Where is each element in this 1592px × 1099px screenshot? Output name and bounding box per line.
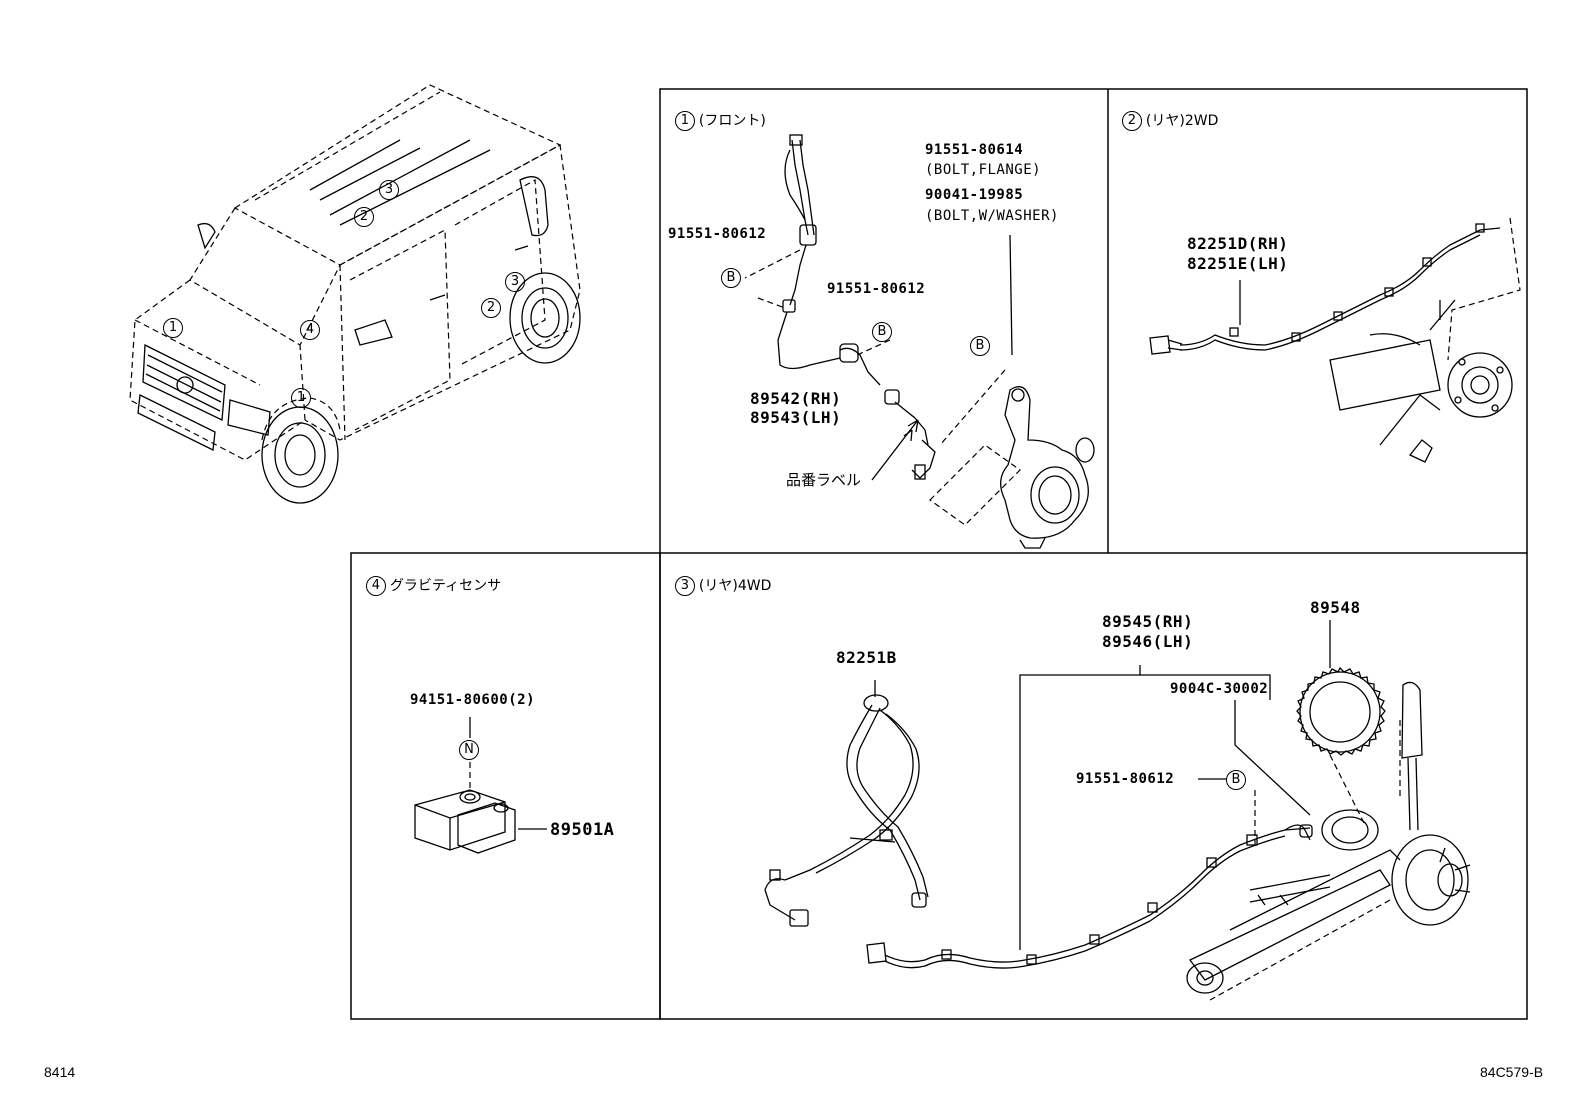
part-rear4wd-sensor-lh: 89546(LH) bbox=[1102, 632, 1194, 651]
car-callout-3-side: 3 bbox=[505, 272, 529, 292]
part-gravity-sensor: 89501A bbox=[550, 820, 615, 840]
part-bolt-a-number: 91551-80612 bbox=[668, 226, 767, 242]
ref-b-marker-4: B bbox=[1226, 770, 1250, 790]
ref-b-marker-1: B bbox=[721, 268, 745, 288]
part-rear2wd-harness-rh: 82251D(RH) bbox=[1187, 234, 1289, 253]
ref-b-marker-3: B bbox=[970, 336, 994, 356]
footer-figure-code: 84C579-B bbox=[1480, 1064, 1544, 1080]
panel-frames bbox=[350, 88, 1528, 1020]
car-callout-4: 4 bbox=[300, 320, 324, 340]
car-callout-2-roof: 2 bbox=[354, 207, 378, 227]
panel-front-header: 1(フロント) bbox=[666, 97, 766, 131]
part-rear4wd-rotor: 89548 bbox=[1310, 598, 1361, 617]
front-sensor-art bbox=[744, 134, 1095, 549]
right-frame bbox=[659, 88, 1528, 1020]
panel-rear2wd-header: 2(リヤ)2WD bbox=[1113, 97, 1218, 131]
part-bolt-flange-desc: (BOLT,FLANGE) bbox=[925, 162, 1042, 178]
rear2wd-art bbox=[1149, 217, 1521, 463]
part-bolt-flange-number: 91551-80614 bbox=[925, 142, 1024, 158]
ref-n-marker: N bbox=[459, 740, 483, 760]
part-rear4wd-sensor-rh: 89545(RH) bbox=[1102, 612, 1194, 631]
ref-b-marker-2: B bbox=[872, 322, 896, 342]
part-front-sensor-rh: 89542(RH) bbox=[750, 389, 842, 408]
part-bolt-b-number: 91551-80612 bbox=[827, 281, 926, 297]
gravity-sensor-art bbox=[414, 717, 547, 854]
footer-page-code: 8414 bbox=[44, 1064, 76, 1080]
part-gravity-nut: 94151-80600(2) bbox=[410, 692, 536, 708]
part-rear4wd-clip: 9004C-30002 bbox=[1170, 681, 1269, 697]
panel-rear4wd-header: 3(リヤ)4WD bbox=[666, 562, 771, 596]
part-bolt-washer-number: 90041-19985 bbox=[925, 187, 1024, 203]
car-callout-1-side: 1 bbox=[291, 388, 315, 408]
rear4wd-art bbox=[764, 620, 1471, 1001]
part-bolt-washer-desc: (BOLT,W/WASHER) bbox=[925, 208, 1059, 224]
gravity-frame bbox=[350, 552, 661, 1020]
vehicle-overview bbox=[129, 84, 581, 504]
part-label-note: 品番ラベル bbox=[786, 471, 862, 489]
part-rear4wd-bolt: 91551-80612 bbox=[1076, 771, 1175, 787]
car-callout-2-side: 2 bbox=[481, 298, 505, 318]
part-rear4wd-harness: 82251B bbox=[836, 648, 897, 667]
part-front-sensor-lh: 89543(LH) bbox=[750, 408, 842, 427]
car-callout-3-roof: 3 bbox=[379, 180, 403, 200]
part-rear2wd-harness-lh: 82251E(LH) bbox=[1187, 254, 1289, 273]
car-callout-1-front: 1 bbox=[163, 318, 187, 338]
